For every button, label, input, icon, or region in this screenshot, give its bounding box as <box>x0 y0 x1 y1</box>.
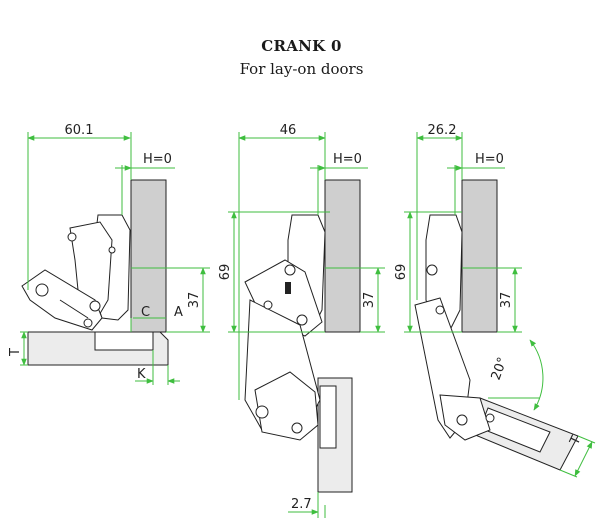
cabinet-side-panel <box>461 179 498 333</box>
diagram-3: 26.2 H=0 69 37 20° T <box>394 123 596 478</box>
page-subtitle: For lay-on doors <box>239 60 364 78</box>
dimension-h-label: H=0 <box>475 152 504 167</box>
cabinet-side-panel <box>130 179 167 333</box>
hinge-arm <box>414 214 495 441</box>
dimension-width-label: 26.2 <box>428 123 457 138</box>
hinge-arm <box>21 214 131 331</box>
label-k: K <box>137 367 146 382</box>
dimension-height-label: 37 <box>362 292 377 309</box>
hinge-cup <box>319 385 337 449</box>
page-title: CRANK 0 <box>261 37 342 55</box>
label-t: T <box>8 348 23 357</box>
label-c: C <box>141 305 150 320</box>
angle-label: 20° <box>489 355 511 382</box>
dimension-height-label: 37 <box>499 292 514 309</box>
diagram-1: 60.1 H=0 37 C A T K <box>8 123 210 385</box>
dimension-width-label: 46 <box>280 123 297 138</box>
label-a: A <box>174 305 183 320</box>
dimension-h-label: H=0 <box>333 152 362 167</box>
hinge-cup <box>94 331 154 351</box>
diagram-2: 46 H=0 69 37 2.7 <box>218 123 385 518</box>
hinge-arm <box>244 214 326 441</box>
cabinet-side-panel <box>324 179 361 333</box>
dimension-bottom-label: 2.7 <box>291 497 312 512</box>
dimension-h-label: H=0 <box>143 152 172 167</box>
dimension-total-height-label: 69 <box>218 264 233 281</box>
dimension-height-label: 37 <box>187 292 202 309</box>
dimension-width-label: 60.1 <box>65 123 94 138</box>
dimension-total-height-label: 69 <box>394 264 409 281</box>
